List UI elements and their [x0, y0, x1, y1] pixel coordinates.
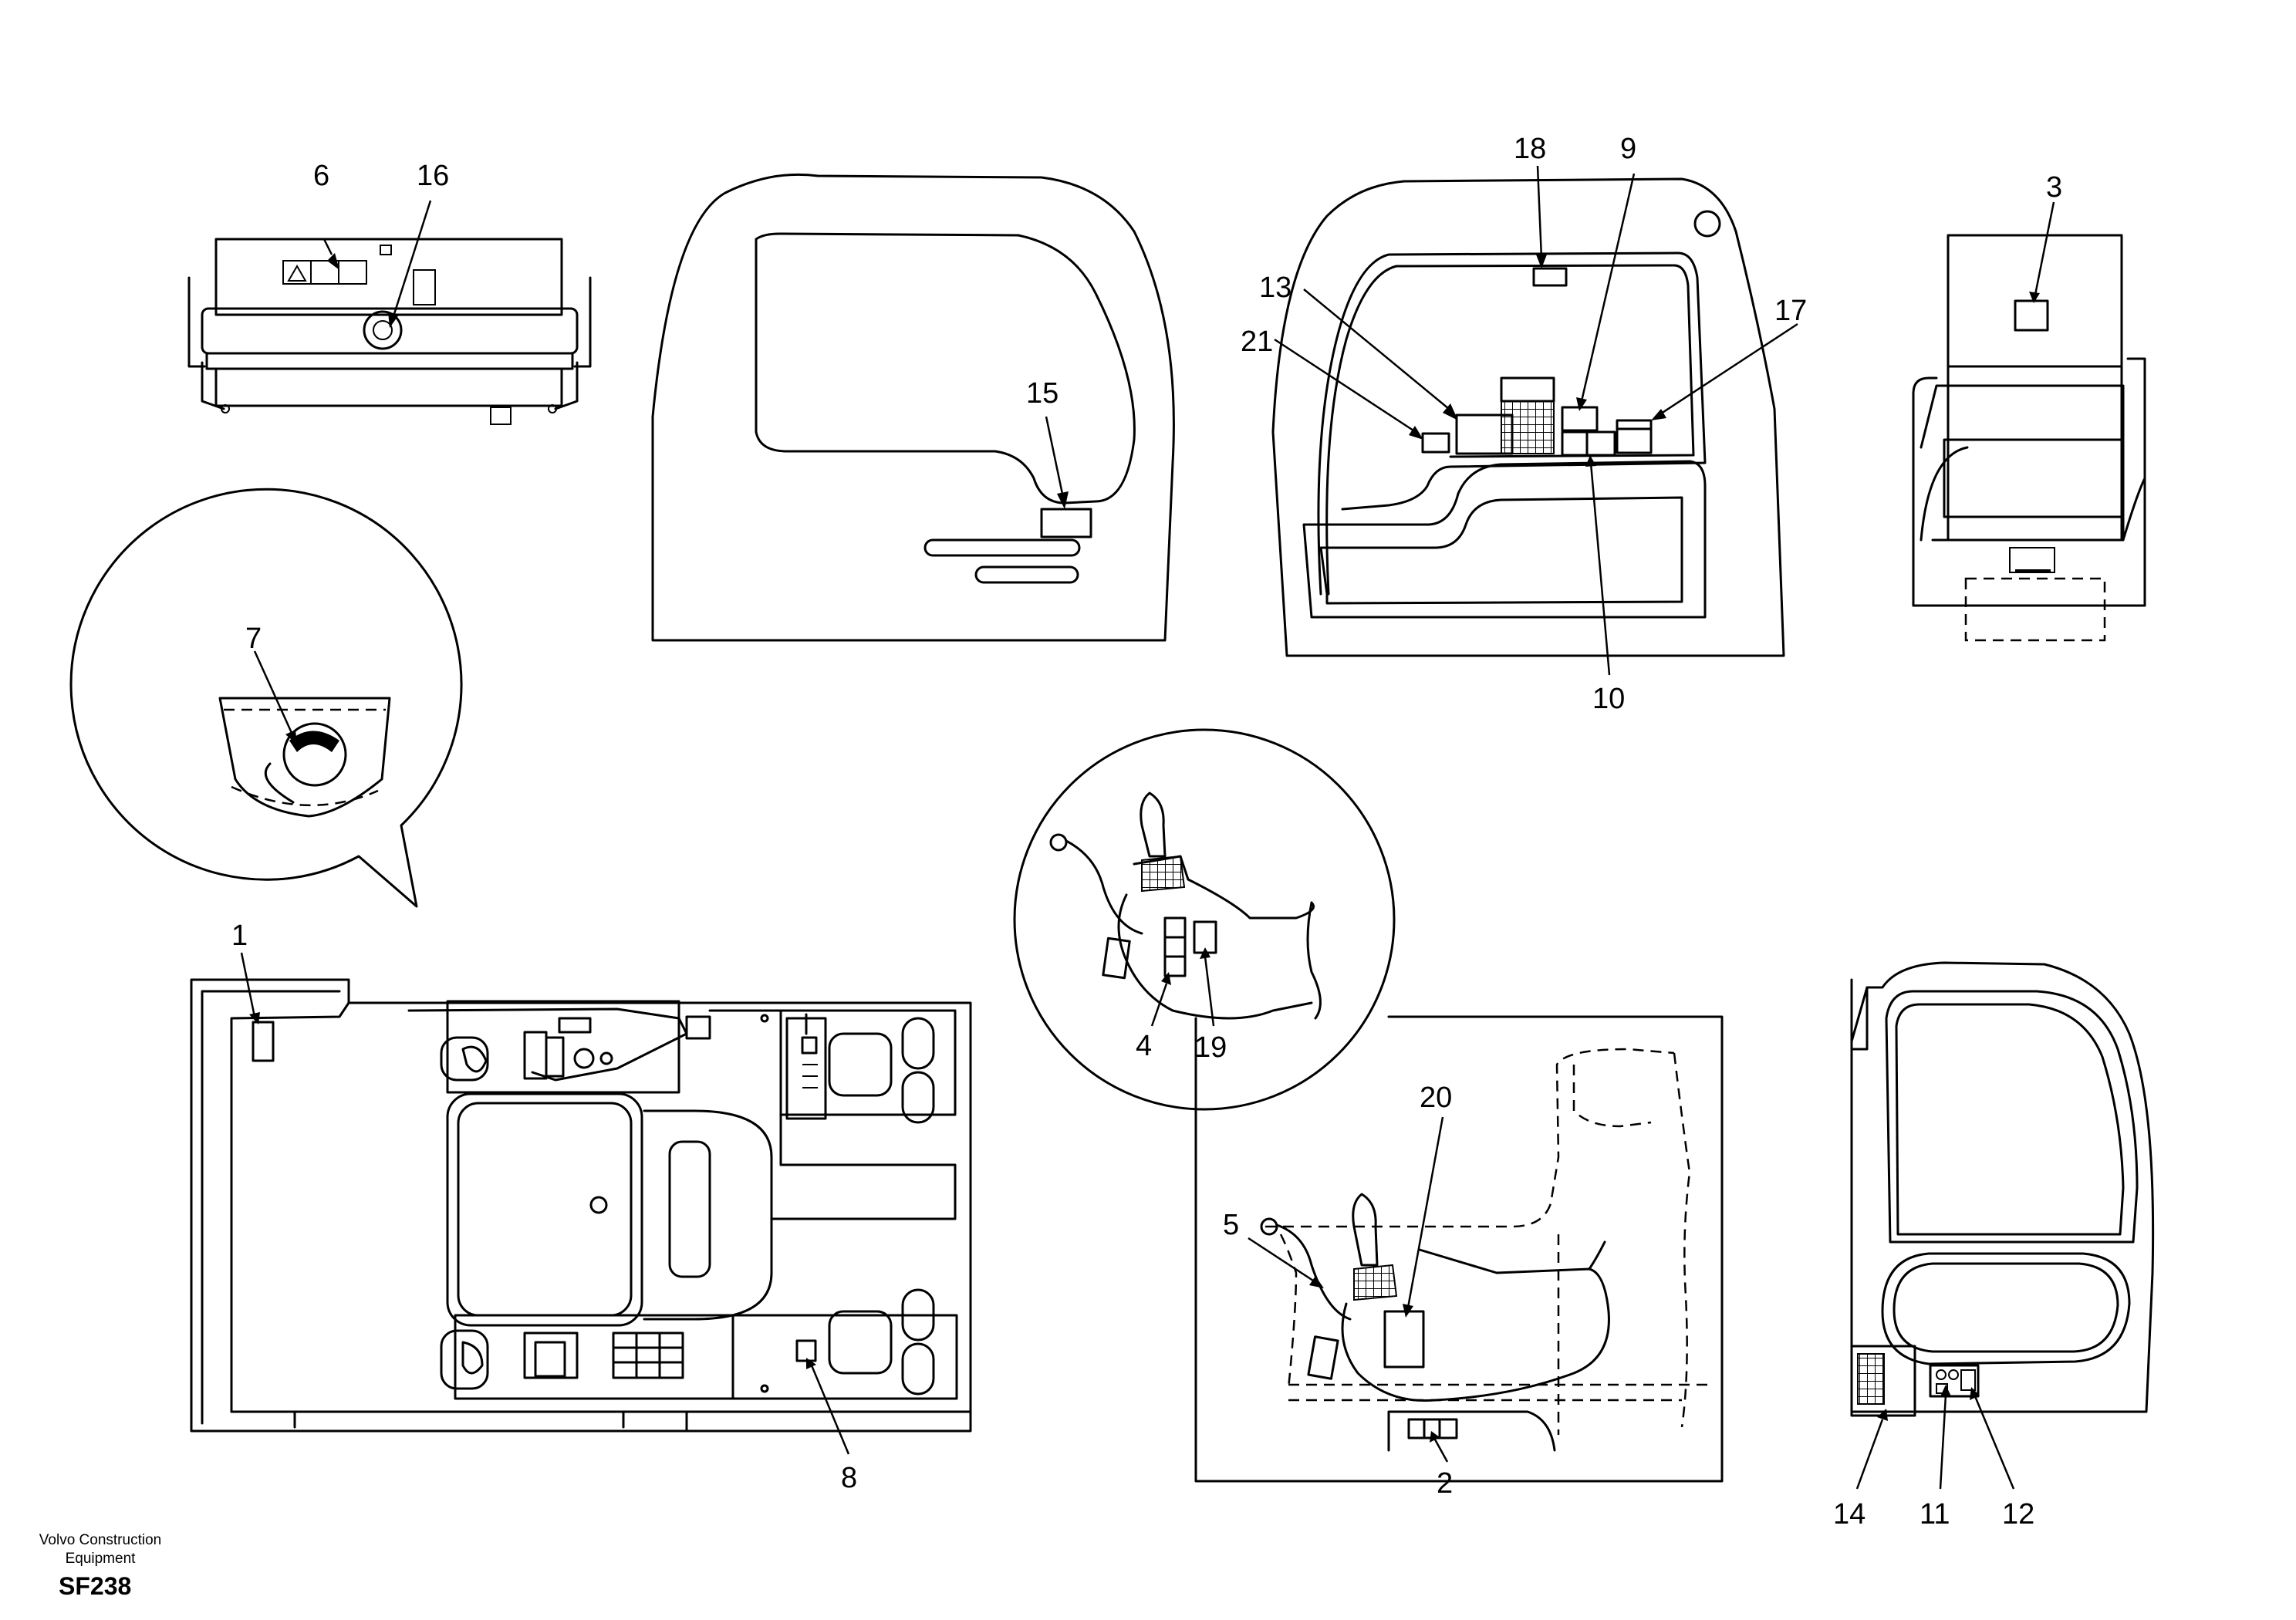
callout-7: 7 — [245, 623, 262, 655]
door-view-right — [1850, 961, 2155, 1417]
callout-20: 20 — [1420, 1082, 1452, 1114]
callout-3: 3 — [2046, 171, 2062, 204]
callout-4: 4 — [1136, 1030, 1152, 1062]
callout-16: 16 — [417, 160, 449, 192]
callout-1: 1 — [231, 920, 248, 952]
figure-code: SF238 — [59, 1572, 132, 1600]
detail-circle-joystick — [1013, 728, 1396, 1111]
top-component-view — [187, 238, 592, 425]
callout-12: 12 — [2002, 1498, 2034, 1531]
cab-interior-view — [1271, 177, 1785, 657]
callout-numbers: 6 16 15 18 9 13 17 21 10 3 7 1 8 4 19 20… — [231, 133, 2062, 1531]
callout-15: 15 — [1026, 377, 1059, 410]
seat-rear-view — [1912, 234, 2146, 642]
cab-plan-view — [190, 978, 972, 1433]
detail-circle-ignition — [69, 488, 463, 908]
callout-10: 10 — [1592, 683, 1625, 715]
callout-17: 17 — [1774, 295, 1807, 327]
callout-9: 9 — [1620, 133, 1636, 165]
callout-14: 14 — [1833, 1498, 1866, 1531]
callout-13: 13 — [1259, 272, 1292, 304]
callout-leaders — [240, 165, 2055, 1490]
callout-21: 21 — [1241, 326, 1273, 358]
callout-2: 2 — [1437, 1467, 1453, 1500]
door-view-left — [651, 173, 1175, 642]
callout-5: 5 — [1223, 1209, 1239, 1241]
callout-18: 18 — [1514, 133, 1546, 165]
callout-8: 8 — [841, 1462, 857, 1494]
brand-label: Volvo Construction Equipment — [39, 1532, 162, 1567]
callout-11: 11 — [1920, 1498, 1950, 1531]
callout-6: 6 — [313, 160, 329, 192]
callout-19: 19 — [1194, 1031, 1227, 1064]
seat-lever-view — [1194, 1015, 1724, 1483]
